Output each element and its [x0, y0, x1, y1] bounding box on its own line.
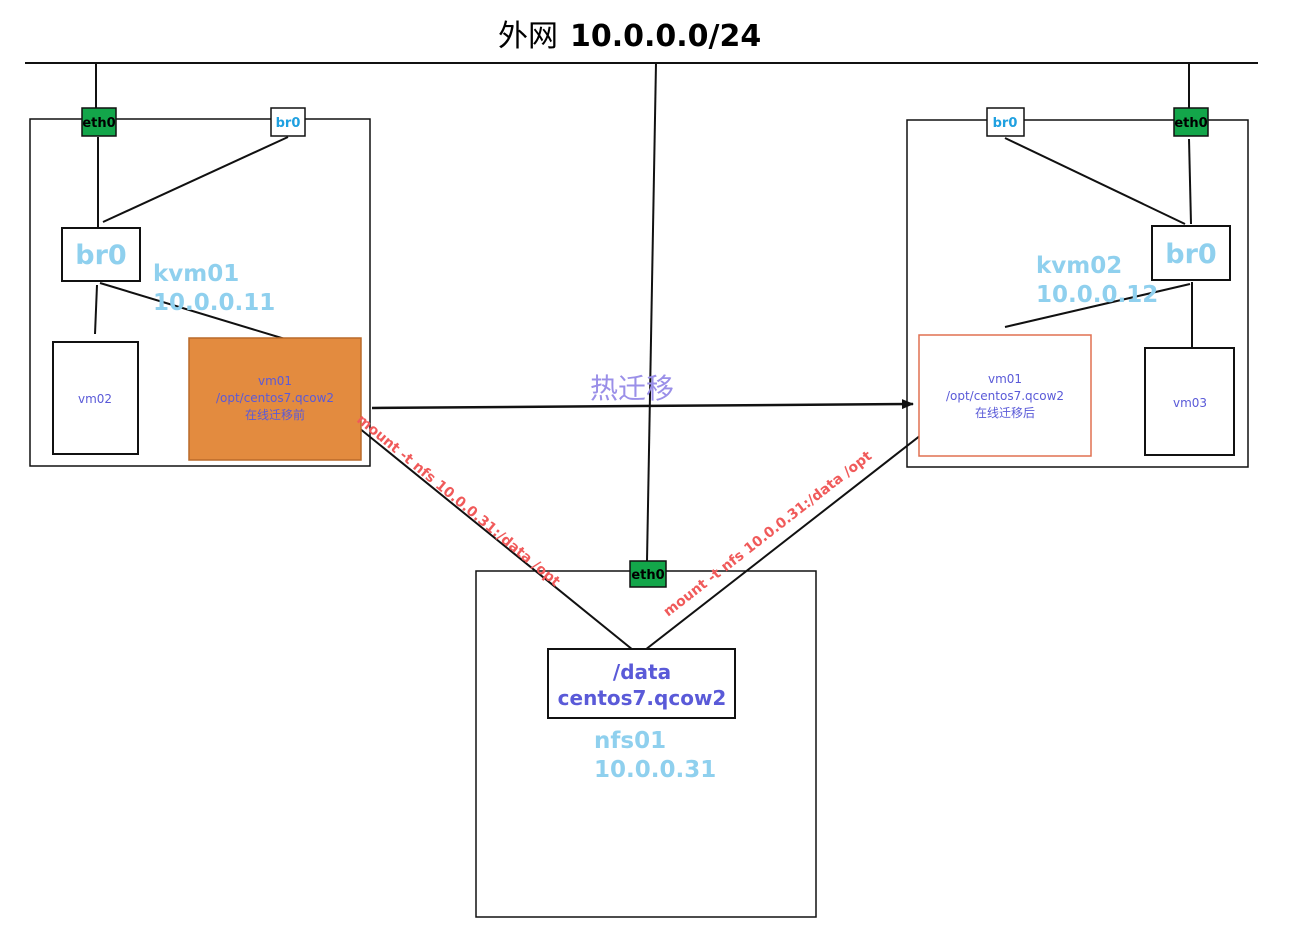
title-network: 10.0.0.0/24: [570, 19, 761, 54]
kvm01-br0-to-vm02: [94, 284, 98, 335]
kvm02-br0-small: [986, 107, 1025, 137]
kvm02-br0-small-label: br0: [993, 116, 1018, 131]
kvm01-br0-small-label: br0: [276, 116, 301, 131]
kvm02-host-box: [906, 119, 1249, 468]
nfs01-hostname: nfs01: [594, 728, 666, 754]
vm01-before-status: 在线迁移前: [245, 407, 305, 422]
kvm01-br0-small: [270, 107, 306, 137]
kvm02-br0-to-vm01: [1004, 283, 1191, 328]
vm03-box: [1144, 347, 1235, 456]
kvm02-ip: 10.0.0.12: [1036, 282, 1158, 308]
nfs-uplink: [646, 62, 657, 562]
nfs-data-file: centos7.qcow2: [558, 686, 727, 710]
kvm01-eth0-label: eth0: [82, 116, 115, 131]
vm01-after-status: 在线迁移后: [975, 406, 1035, 420]
vm01-before-name: vm01: [258, 374, 292, 388]
vm01-after-box: [918, 334, 1092, 457]
vm01-after-name: vm01: [988, 372, 1022, 386]
nfs-data-path: /data: [613, 660, 671, 684]
nfs01-eth0-port: [629, 560, 667, 588]
kvm02-br0small-to-br0: [1004, 137, 1186, 225]
kvm02-eth0-to-br0: [1188, 138, 1192, 225]
vm02-box: [52, 341, 139, 455]
migration-label: 热迁移: [590, 372, 674, 405]
kvm02-eth0-label: eth0: [1174, 116, 1207, 131]
kvm01-hostname: kvm01: [153, 261, 239, 287]
mount-line-left: [321, 397, 634, 651]
migration-arrow: [371, 399, 914, 410]
kvm02-br0-bridge: [1151, 225, 1231, 281]
kvm02-eth0-port: [1173, 107, 1209, 137]
mount-label-right: mount -t nfs 10.0.0.31:/data /opt: [661, 448, 876, 620]
mount-label-left: mount -t nfs 10.0.0.31:/data /opt: [353, 412, 563, 591]
nfs01-eth0-label: eth0: [631, 568, 664, 583]
mount-line-right: [644, 413, 949, 651]
vm03-label: vm03: [1173, 396, 1207, 410]
nfs01-ip: 10.0.0.31: [594, 757, 716, 783]
vm01-before-box: [188, 337, 362, 461]
kvm01-br0-bridge: [61, 227, 141, 282]
vm02-label: vm02: [78, 392, 112, 406]
kvm01-br0-to-vm01: [99, 282, 286, 340]
vm01-before-path: /opt/centos7.qcow2: [216, 391, 334, 405]
kvm01-host-box: [29, 118, 371, 467]
kvm01-br0small-to-br0: [102, 136, 289, 223]
kvm01-br0-label: br0: [75, 240, 126, 271]
connection-lines: [94, 62, 1193, 651]
nfs-data-box: [547, 648, 736, 719]
title-label: 外网: [498, 19, 558, 54]
kvm01-ip: 10.0.0.11: [153, 290, 275, 316]
kvm02-hostname: kvm02: [1036, 253, 1122, 279]
kvm01-eth0-port: [81, 107, 117, 137]
kvm02-br0-label: br0: [1165, 239, 1216, 270]
vm01-after-path: /opt/centos7.qcow2: [946, 389, 1064, 403]
